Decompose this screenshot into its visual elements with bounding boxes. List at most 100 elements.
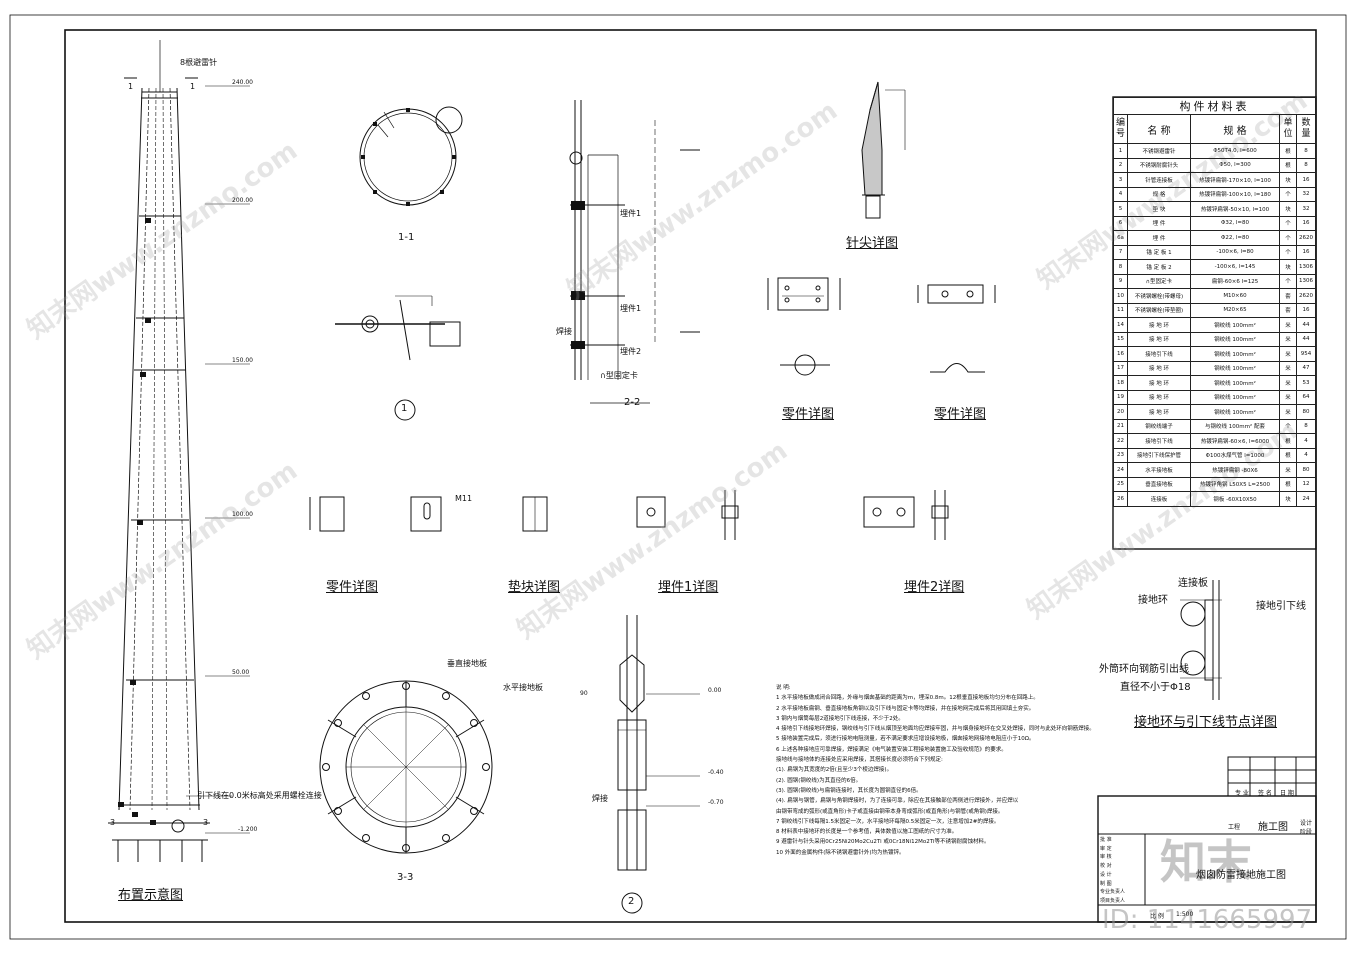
note-line: 8 材料表中接地环的长度是一个参考值，具体数值以施工图纸的尺寸为准。	[776, 829, 958, 836]
note-line: 1 水平接地板做成闭合回路，外缘与烟囱基础的距离为m，埋深0.8m。12根垂直接…	[776, 695, 1039, 702]
bom-cell: 米	[1278, 404, 1297, 420]
tb-role: 校 对	[1100, 863, 1112, 870]
note-line: 4 接地引下线接地环焊接，钢绞线与引下线从烟顶至地面均应焊接牢固，并与烟身接地环…	[776, 726, 1095, 733]
bom-cell: 20	[1112, 404, 1129, 420]
tb-drawing-title: 烟囱防雷接地施工图	[1196, 870, 1286, 881]
bom-cell: 块	[1278, 172, 1297, 188]
bom-cell: 米	[1278, 375, 1297, 391]
bom-cell: 与钢绞线 100mm² 配套	[1190, 418, 1280, 434]
note-line: (1). 扁钢为其宽度的2倍(且至少3个棱边焊接)。	[776, 767, 893, 774]
tb-sign-1: 专 业	[1235, 790, 1249, 797]
design-notes: 说 明: 1 水平接地板做成闭合回路，外缘与烟囱基础的距离为m，埋深0.8m。1…	[776, 683, 1095, 858]
weld-label-2: 焊接	[592, 794, 608, 803]
bom-cell: 米	[1278, 317, 1297, 333]
bom-cell: 21	[1112, 418, 1129, 434]
tb-stage: 施工图	[1258, 822, 1288, 833]
vertical-plate-label: 垂直接地板	[447, 659, 487, 668]
horizontal-plate-label: 水平接地板	[503, 683, 543, 692]
ground-ring-label: 接地环	[1138, 595, 1168, 606]
bom-cell: 1	[1112, 143, 1129, 159]
bom-cell: 米	[1278, 346, 1297, 362]
bom-cell: 不锈钢螺栓(带垫圈)	[1127, 302, 1191, 318]
rebar-label: 外筒环向钢筋引出线	[1099, 664, 1189, 675]
bom-cell: 个	[1278, 230, 1297, 246]
bom-cell: 8	[1295, 143, 1317, 159]
tb-scale-value: 1:500	[1176, 911, 1194, 918]
section-1-1-caption: 1-1	[398, 232, 415, 243]
elev-070: -0.70	[708, 799, 724, 806]
bom-cell: 1306	[1295, 259, 1317, 275]
bom-cell: 9	[1112, 273, 1129, 289]
bom-cell: 个	[1278, 418, 1297, 434]
elevation-label: -1.200	[238, 826, 258, 833]
bom-cell: 个	[1278, 215, 1297, 231]
bom-cell: 根	[1278, 157, 1297, 173]
bom-cell: 接 地 环	[1127, 389, 1191, 405]
bom-cell: 根	[1278, 433, 1297, 449]
bom-cell: 垫 块	[1127, 201, 1191, 217]
bom-cell: 个	[1278, 273, 1297, 289]
note-line: (3). 圆钢(钢绞线)与扁钢连接时，其长度为圆钢直径的6倍。	[776, 787, 922, 794]
bom-cell: 8	[1112, 259, 1129, 275]
bom-cell: Φ32, l=80	[1190, 215, 1280, 231]
embed1-label-b: 埋件1	[620, 304, 642, 313]
bom-cell: 块	[1278, 201, 1297, 217]
bom-cell: 热镀锌扁钢 -80X6	[1190, 462, 1280, 478]
bom-cell: 米	[1278, 462, 1297, 478]
bom-cell: 块	[1278, 259, 1297, 275]
bom-cell: 17	[1112, 360, 1129, 376]
bom-cell: 扁钢-60×6 l=125	[1190, 273, 1280, 289]
bom-cell: 14	[1112, 317, 1129, 333]
bom-header-row: 编号 名 称 规 格 单位 数量	[1112, 114, 1317, 144]
bom-cell: 钢绞线 100mm²	[1190, 360, 1280, 376]
bom-cell: 3	[1112, 172, 1129, 188]
bom-header: 名 称	[1127, 114, 1191, 144]
bom-cell: Φ100水煤气管 l=1000	[1190, 447, 1280, 463]
bom-cell: 埋 件	[1127, 230, 1191, 246]
bom-cell: 接 地 环	[1127, 375, 1191, 391]
notes-title: 说 明:	[776, 685, 791, 691]
note-line: (4). 扁钢与钢管，扁钢与角钢焊接时，为了连接可靠，除应在其接触部位两侧进行焊…	[776, 798, 1019, 805]
parts-caption-a: 零件详图	[782, 407, 835, 422]
elevation-label: 240.00	[232, 79, 253, 86]
bom-cell: 22	[1112, 433, 1129, 449]
bom-cell: 10	[1112, 288, 1129, 304]
bom-cell: 针管连接板	[1127, 172, 1191, 188]
bom-cell: 5	[1112, 201, 1129, 217]
bom-cell: 热镀锌扁钢-170×10, l=100	[1190, 172, 1280, 188]
brand-logo: 知末	[1160, 835, 1252, 889]
bom-title: 构件材料表	[1113, 97, 1316, 115]
bom-cell: 米	[1278, 331, 1297, 347]
section-1-1-dots	[361, 108, 456, 206]
bom-cell: 个	[1278, 186, 1297, 202]
bom-cell: 16	[1295, 172, 1317, 188]
connect-plate-label: 连接板	[1178, 578, 1208, 589]
bom-cell: 4	[1112, 186, 1129, 202]
mid-details	[309, 490, 949, 540]
tb-roles: 批 准审 定审 核校 对设 计制 图专业负责人项目负责人	[1100, 836, 1125, 906]
detail-1-number: 1	[401, 403, 408, 414]
elevation-label: 50.00	[232, 669, 250, 676]
bom-cell: 44	[1295, 331, 1317, 347]
tower-top-label: 8根避雷针	[180, 58, 218, 67]
bom-cell: 23	[1112, 447, 1129, 463]
bom-cell: 16	[1295, 215, 1317, 231]
bom-cell: 7	[1112, 244, 1129, 260]
section-2-2-drawing	[569, 100, 700, 404]
bom-cell: 根	[1278, 143, 1297, 159]
note-line: 10 外面的金属构件(除不锈钢避雷针外)均为热镀锌。	[776, 849, 905, 856]
bom-cell: -100×6, l=80	[1190, 244, 1280, 260]
pad-caption: 垫块详图	[508, 580, 561, 595]
note-line: 3 钢内与烟筒每层2道接地引下线连接，不少于2处。	[776, 715, 904, 722]
bom-cell: 钢绞线 100mm²	[1190, 346, 1280, 362]
bom-cell: 接地引下线	[1127, 346, 1191, 362]
